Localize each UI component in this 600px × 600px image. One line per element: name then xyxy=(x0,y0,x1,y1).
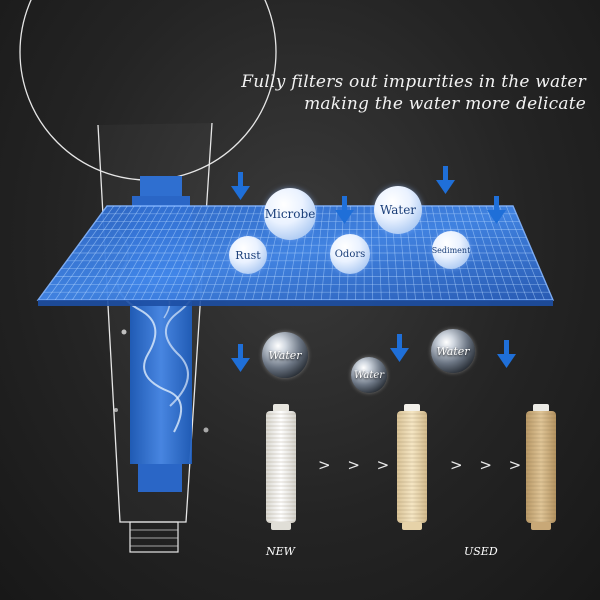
progress-arrows-1: > > > xyxy=(318,456,396,474)
cartridge-mid xyxy=(397,404,427,530)
down-arrow-icon xyxy=(231,344,250,372)
water-drop-2: Water xyxy=(351,357,387,393)
down-arrow-icon xyxy=(436,166,455,194)
label-new: NEW xyxy=(266,545,295,558)
water-drop-1: Water xyxy=(262,332,308,378)
contaminant-bubble-rust: Rust xyxy=(229,236,267,274)
label-used: USED xyxy=(464,545,498,558)
water-drop-3: Water xyxy=(431,329,475,373)
cartridge-used xyxy=(526,404,556,530)
contaminant-bubble-microbe: Microbe xyxy=(264,188,316,240)
contaminant-bubble-odors: Odors xyxy=(330,234,370,274)
filter-mesh xyxy=(36,205,555,306)
down-arrow-group xyxy=(231,166,516,372)
down-arrow-icon xyxy=(497,340,516,368)
down-arrow-icon xyxy=(487,196,506,224)
headline-line-2: making the water more delicate xyxy=(304,94,586,114)
down-arrow-icon xyxy=(390,334,409,362)
down-arrow-icon xyxy=(335,196,354,224)
progress-arrows-2: > > > xyxy=(450,456,528,474)
contaminant-bubble-water: Water xyxy=(374,186,422,234)
headline-line-1: Fully filters out impurities in the wate… xyxy=(241,72,586,92)
contaminant-bubble-sediment: Sediment xyxy=(432,231,470,269)
cartridge-new xyxy=(266,404,296,530)
down-arrow-icon xyxy=(231,172,250,200)
